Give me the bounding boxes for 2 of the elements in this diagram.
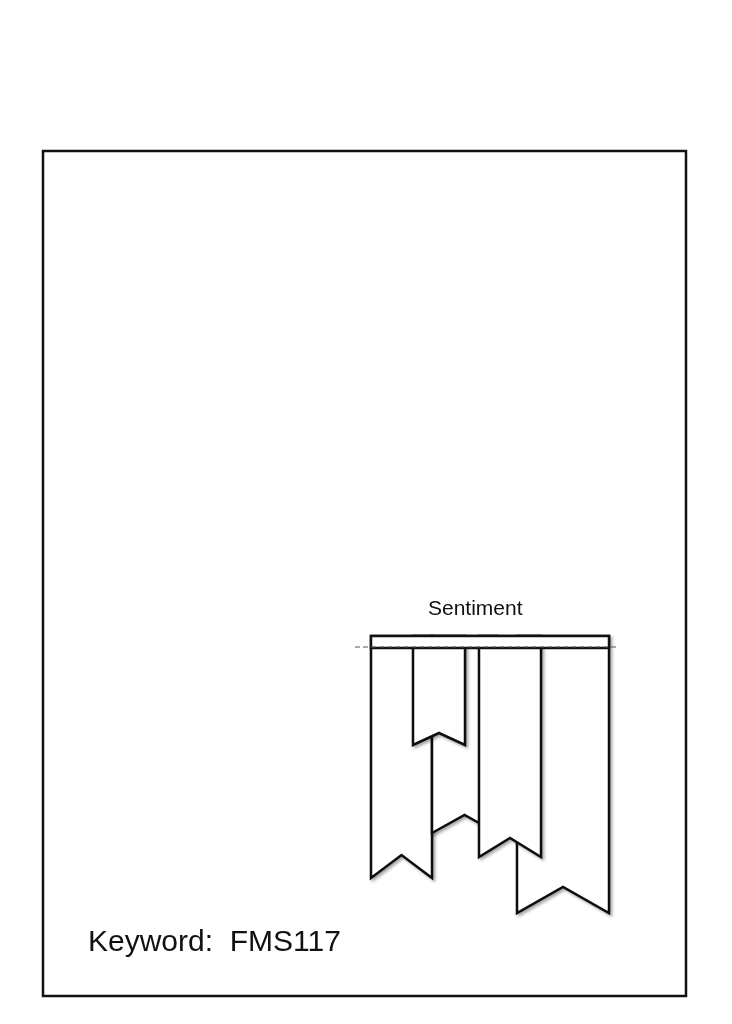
sentiment-label: Sentiment: [428, 596, 523, 620]
keyword-text: Keyword: FMS117: [88, 924, 341, 958]
